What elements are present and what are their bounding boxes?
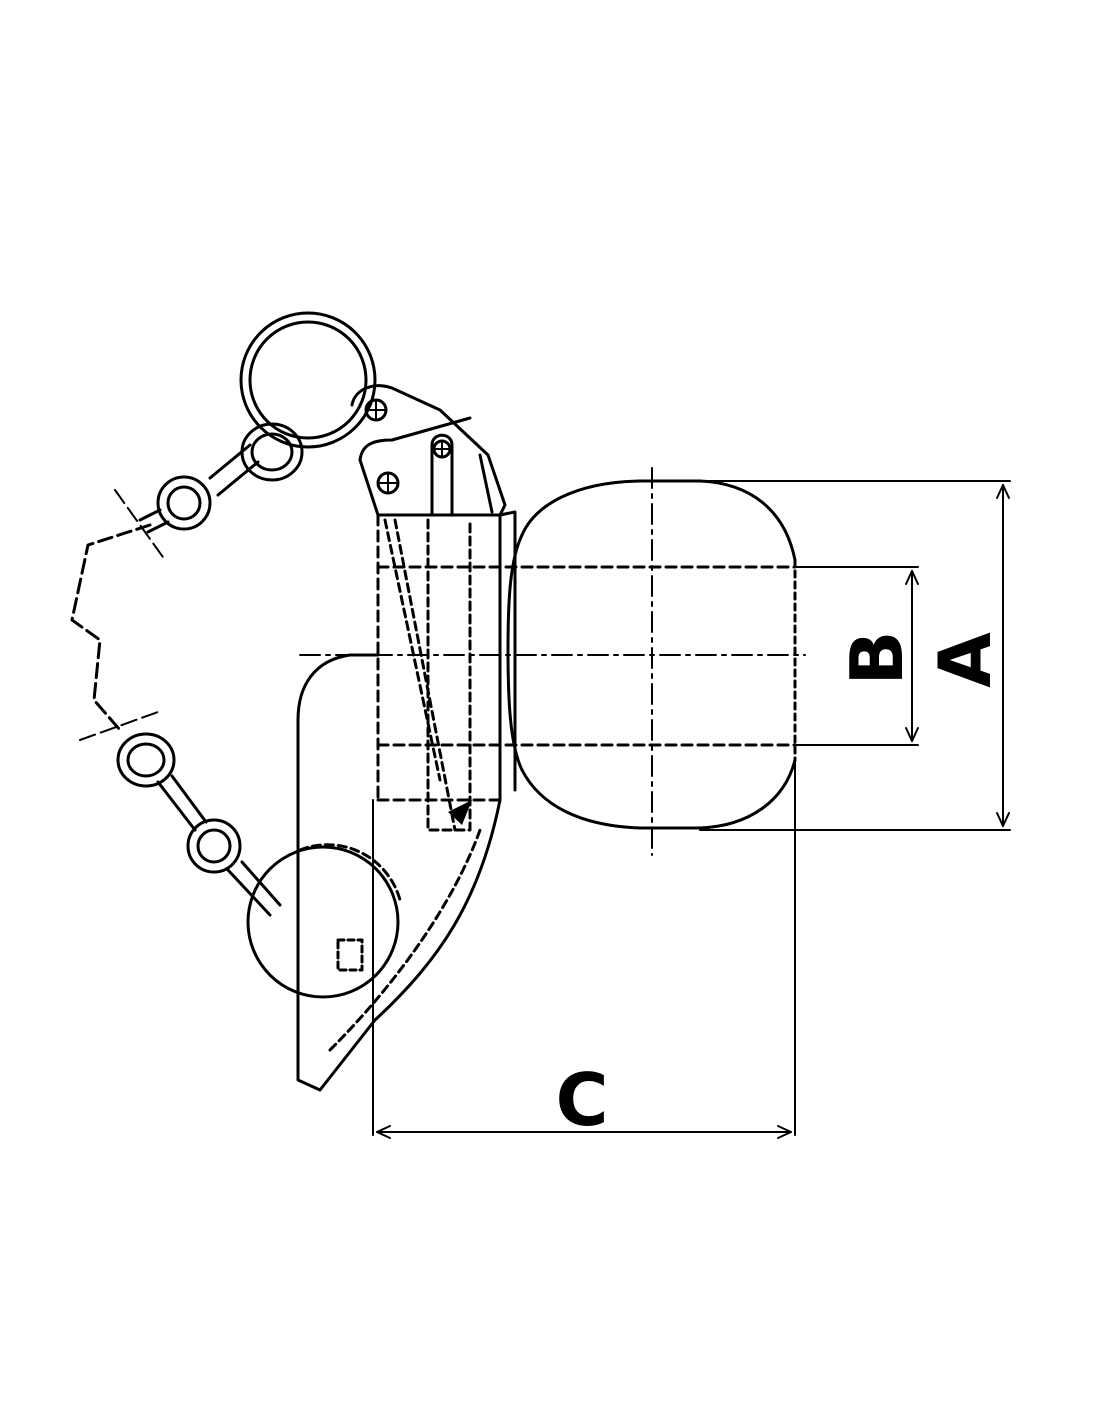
dimension-label-a: A [923, 632, 1007, 688]
latch-bracket [296, 653, 502, 1092]
top-ring [239, 311, 377, 449]
dimension-c [372, 759, 796, 1139]
coupling-body [376, 510, 517, 832]
chain [70, 422, 304, 917]
coupling-ball [299, 467, 806, 856]
lower-ring [246, 843, 402, 999]
dimension-b [794, 566, 919, 746]
marker-triangle [448, 800, 472, 825]
latch-top-plates [350, 384, 507, 517]
pin-holes [364, 398, 452, 495]
dimension-label-b: B [835, 631, 919, 686]
dimension-a [699, 480, 1011, 831]
dimension-label-c: C [556, 1058, 609, 1142]
